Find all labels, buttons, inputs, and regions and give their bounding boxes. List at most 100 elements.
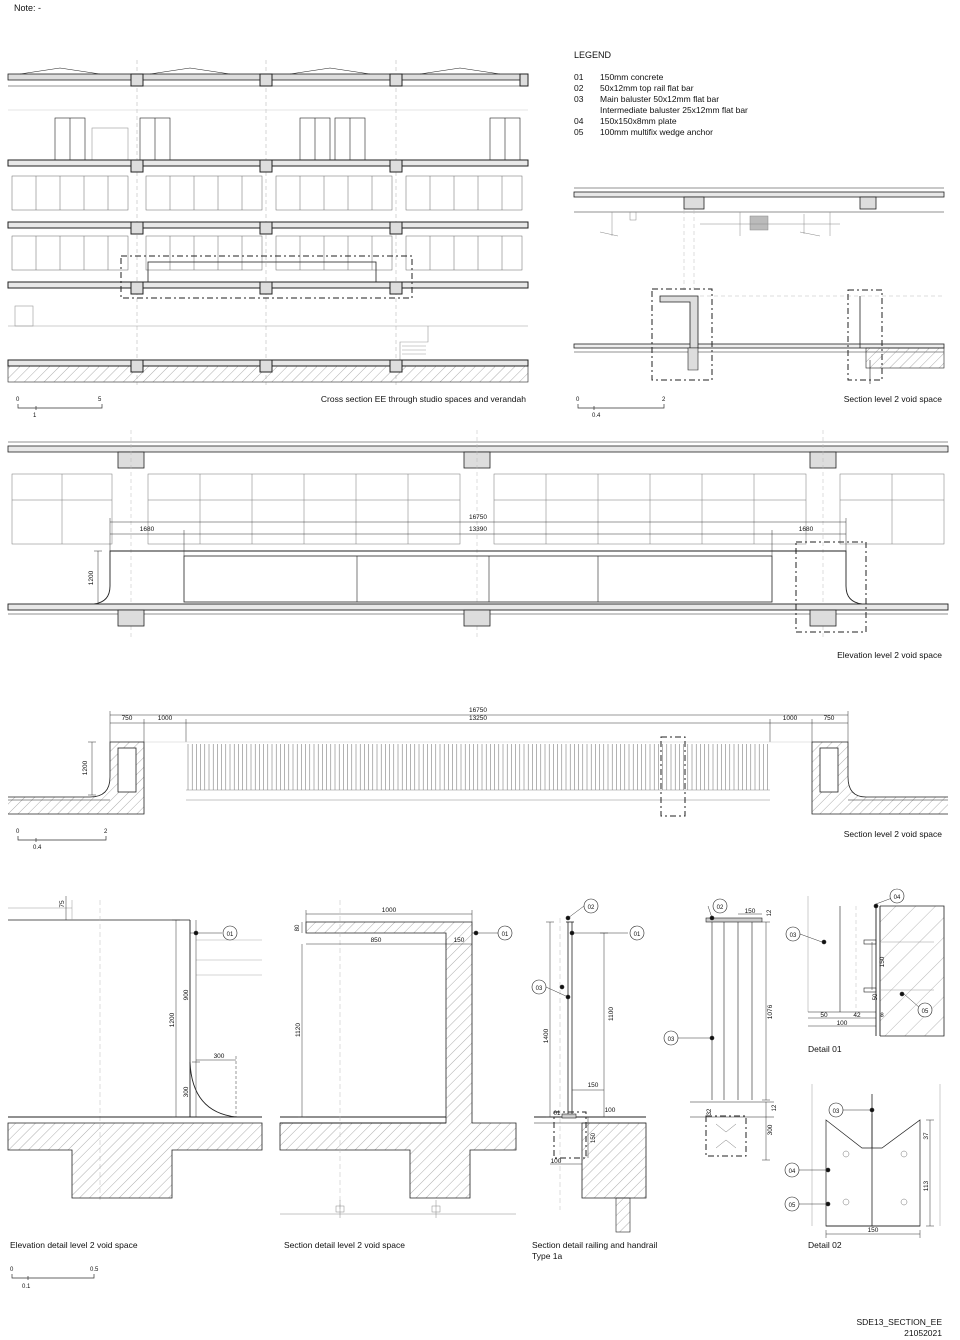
rd-dim-150b: 150 — [591, 1132, 597, 1143]
tag-03-d2: 03 — [833, 1109, 840, 1115]
rd-dim-1400: 1400 — [543, 1028, 550, 1043]
tag-05-d1: 05 — [922, 1009, 929, 1015]
caption-section-void-top: Section level 2 void space — [844, 394, 943, 404]
scale4-b: 0.5 — [90, 1267, 99, 1273]
sd-dim-1000: 1000 — [382, 907, 397, 914]
d1-dim-50: 50 — [820, 1012, 828, 1019]
d2-dim-150: 150 — [868, 1227, 879, 1234]
d1-dim-150: 150 — [879, 956, 886, 967]
elev-dim-mid: 13390 — [469, 526, 487, 533]
legend-label-03a: Main baluster 50x12mm flat bar — [600, 94, 719, 104]
scale3-a: 0 — [16, 829, 20, 835]
tag-01-rail-base: 01 — [554, 1111, 561, 1117]
legend-title: LEGEND — [574, 50, 612, 60]
section-detail — [279, 900, 517, 1218]
scale2-b: 2 — [662, 397, 666, 403]
rd-dim-12b: 12 — [772, 1104, 778, 1111]
legend-code-02: 02 — [574, 83, 584, 93]
rd-dim-32: 32 — [707, 1108, 713, 1115]
tag-01-elev: 01 — [227, 932, 234, 938]
sec-dim-r2: 750 — [824, 715, 835, 722]
d1-dim-8: 8 — [880, 1013, 884, 1019]
legend-label-01: 150mm concrete — [600, 72, 664, 82]
elevation-void — [7, 430, 949, 640]
section-void-mid — [8, 711, 948, 817]
sheet-code: SDE13_SECTION_EE — [856, 1317, 942, 1327]
legend-label-04: 150x150x8mm plate — [600, 116, 677, 126]
sec-dim-l2: 1000 — [158, 715, 173, 722]
scale3-b: 2 — [104, 829, 108, 835]
scale4-c: 0.1 — [22, 1284, 31, 1290]
detail-02 — [784, 1084, 941, 1238]
elev-dim-height: 1200 — [88, 570, 95, 585]
caption-elevation-detail: Elevation detail level 2 void space — [10, 1240, 138, 1250]
legend-code-04: 04 — [574, 116, 584, 126]
caption-elevation-void: Elevation level 2 void space — [837, 650, 942, 660]
scale1-b: 5 — [98, 397, 102, 403]
sd-dim-1120: 1120 — [295, 1023, 302, 1037]
rd-dim-12a: 12 — [767, 909, 773, 916]
ed-dim-1200: 1200 — [169, 1012, 176, 1027]
d1-dim-50a: 50 — [873, 993, 879, 1000]
d1-dim-42: 42 — [853, 1012, 861, 1019]
scale3-c: 0.4 — [33, 845, 42, 851]
sd-dim-850: 850 — [371, 937, 382, 944]
scale1-c: 1 — [33, 413, 37, 419]
sheet-date: 21052021 — [904, 1328, 942, 1338]
section-void-top — [573, 187, 945, 384]
scale2-a: 0 — [576, 397, 580, 403]
ed-dim-75: 75 — [59, 900, 66, 908]
rd-dim-100: 100 — [551, 1158, 562, 1165]
scale1-a: 0 — [16, 397, 20, 403]
rd-dim-1100: 1100 — [608, 1007, 615, 1021]
legend-code-03: 03 — [574, 94, 584, 104]
scale4-a: 0 — [10, 1267, 14, 1273]
caption-railing-detail-1: Section detail railing and handrail — [532, 1240, 657, 1250]
caption-section-detail: Section detail level 2 void space — [284, 1240, 405, 1250]
ed-dim-900: 900 — [183, 989, 190, 1000]
tag-01-rail: 01 — [634, 932, 641, 938]
scale2-c: 0.4 — [592, 413, 601, 419]
elev-dim-overall: 16750 — [469, 514, 487, 521]
sd-dim-80: 80 — [295, 924, 301, 931]
legend-code-05: 05 — [574, 127, 584, 137]
legend-label-02: 50x12mm top rail flat bar — [600, 83, 694, 93]
rd-dim-1076: 1076 — [767, 1004, 774, 1019]
note-text: Note: - — [14, 3, 41, 13]
d2-dim-113: 113 — [923, 1180, 930, 1191]
caption-detail-01: Detail 01 — [808, 1044, 842, 1054]
tag-03-rail: 03 — [536, 986, 543, 992]
sec-dim-height: 1200 — [82, 760, 89, 775]
tag-04-d2: 04 — [789, 1169, 796, 1175]
scale-bar-1 — [17, 404, 103, 410]
sec-dim-l1: 750 — [122, 715, 133, 722]
tag-02-rail: 02 — [588, 905, 595, 911]
railing-elevation — [663, 898, 774, 1161]
ed-dim-300a: 300 — [183, 1086, 190, 1097]
tag-04-d1: 04 — [894, 895, 901, 901]
cross-section-ee — [7, 60, 529, 385]
baluster-group — [187, 744, 768, 790]
caption-detail-02: Detail 02 — [808, 1240, 842, 1250]
sd-dim-150: 150 — [454, 937, 465, 944]
tag-02-elev: 02 — [717, 905, 724, 911]
elev-dim-left: 1680 — [140, 526, 155, 533]
legend: LEGEND 01 150mm concrete 02 50x12mm top … — [574, 50, 748, 137]
rd-dim-100b: 100 — [605, 1107, 616, 1114]
sec-dim-mid: 13250 — [469, 715, 487, 722]
legend-code-01: 01 — [574, 72, 584, 82]
rd-dim-100-top: 150 — [745, 908, 756, 915]
d2-dim-37: 37 — [923, 1132, 930, 1140]
sec-dim-overall: 16750 — [469, 707, 487, 714]
rd-dim-300: 300 — [767, 1124, 774, 1135]
elevation-detail — [7, 896, 263, 1200]
tag-05-d2: 05 — [789, 1203, 796, 1209]
caption-cross-section: Cross section EE through studio spaces a… — [321, 394, 526, 404]
railing-detail-type1a — [531, 898, 647, 1233]
scale-bar-4 — [11, 1274, 95, 1280]
legend-label-03b: Intermediate baluster 25x12mm flat bar — [600, 105, 748, 115]
sec-dim-r1: 1000 — [783, 715, 798, 722]
ed-dim-300b: 300 — [214, 1053, 225, 1060]
caption-railing-detail-2: Type 1a — [532, 1251, 563, 1261]
